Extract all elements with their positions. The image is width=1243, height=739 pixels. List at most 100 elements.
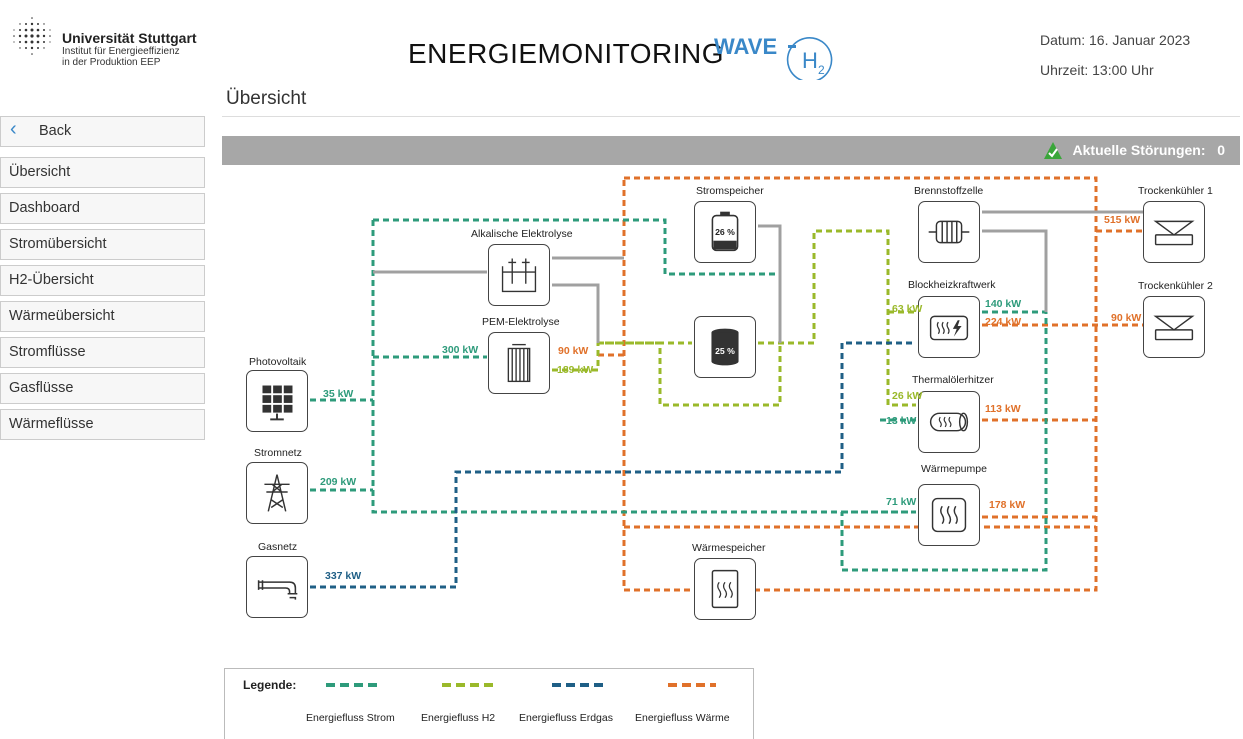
sidebar-item-gasfluesse[interactable]: Gasflüsse: [0, 373, 205, 404]
value-pem-strom: 300 kW: [442, 344, 479, 356]
solar-panel-icon: [262, 385, 293, 421]
oil-heater-icon: [929, 412, 969, 432]
electrolyzer-icon: [501, 258, 537, 293]
brand-sub-text: 2: [818, 63, 825, 77]
value-bhkw-h2: 63 kW: [892, 303, 923, 315]
sidebar-item-uebersicht[interactable]: Übersicht: [0, 157, 205, 188]
legend-swatches: [326, 683, 716, 687]
dry-cooler-icon: [1153, 220, 1195, 246]
pem-elektrolyse-node[interactable]: [488, 332, 550, 394]
stromspeicher-node[interactable]: 26 %: [694, 201, 756, 263]
value-stromnetz: 209 kW: [320, 476, 357, 488]
sidebar-item-dashboard[interactable]: Dashboard: [0, 193, 205, 224]
institute-name: Institut für Energieeffizienz in der Pro…: [62, 46, 222, 68]
thermaloelerhitzer-node[interactable]: [918, 391, 980, 453]
h2-speicher-node[interactable]: 25 %: [694, 316, 756, 378]
label-gasnetz: Gasnetz: [258, 541, 298, 553]
sidebar-item-waermefluesse[interactable]: Wärmeflüsse: [0, 409, 205, 440]
chp-icon: [929, 315, 969, 341]
label-trockenkuehler-1: Trockenkühler 1: [1138, 185, 1213, 197]
battery-icon: 26 %: [711, 211, 739, 252]
status-bar: [222, 136, 1240, 165]
heat-flows: [598, 176, 1145, 592]
battery-level-text: 26 %: [715, 227, 735, 237]
label-waermespeicher: Wärmespeicher: [692, 542, 766, 554]
date-label: Datum: 16. Januar 2023: [1040, 32, 1191, 48]
label-waermepumpe: Wärmepumpe: [921, 463, 987, 475]
value-bhkw-heat: 224 kW: [985, 316, 1022, 328]
dry-cooler-icon: [1153, 315, 1195, 341]
legend: [224, 668, 754, 739]
stromnetz-node[interactable]: [246, 462, 308, 524]
waermespeicher-node[interactable]: [694, 558, 756, 620]
label-blockheizkraftwerk: Blockheizkraftwerk: [908, 279, 996, 291]
wave-h2-logo: WAVE H 2: [714, 34, 833, 80]
legend-label-h2: Energiefluss H2: [421, 712, 496, 724]
heat-storage-icon: [711, 569, 739, 609]
title-divider: [222, 116, 1240, 117]
value-therm-heat: 113 kW: [985, 403, 1021, 415]
label-stromnetz: Stromnetz: [254, 447, 302, 459]
label-stromspeicher: Stromspeicher: [696, 185, 764, 197]
sidebar-item-h2-uebersicht[interactable]: H2-Übersicht: [0, 265, 205, 296]
label-trockenkuehler-2: Trockenkühler 2: [1138, 280, 1213, 292]
label-photovoltaik: Photovoltaik: [249, 356, 307, 368]
check-ok-icon: [1044, 142, 1062, 159]
label-thermaloelerhitzer: Thermalölerhitzer: [912, 374, 994, 386]
label-alkalische-elektrolyse: Alkalische Elektrolyse: [471, 228, 573, 240]
gas-pipe-icon: [257, 580, 298, 600]
solid-connections: [373, 210, 1145, 343]
brand-h-text: H: [802, 48, 818, 73]
h2-level-text: 25 %: [715, 346, 735, 356]
photovoltaik-node[interactable]: [246, 370, 308, 432]
value-pv: 35 kW: [323, 388, 354, 400]
brand-ring: [786, 37, 833, 80]
label-brennstoffzelle: Brennstoffzelle: [914, 185, 984, 197]
legend-label-gas: Energiefluss Erdgas: [519, 712, 613, 724]
page-title: Übersicht: [226, 88, 307, 109]
heat-pump-icon: [931, 497, 967, 533]
label-pem-elektrolyse: PEM-Elektrolyse: [482, 316, 560, 328]
chevron-left-icon: ‹: [10, 118, 17, 140]
sidebar-item-stromuebersicht[interactable]: Stromübersicht: [0, 229, 205, 260]
app-title: ENERGIEMONITORING: [408, 38, 725, 69]
alkalische-elektrolyse-node[interactable]: [488, 244, 550, 306]
faults-label: Aktuelle Störungen:: [1072, 142, 1206, 158]
blockheizkraftwerk-node[interactable]: [918, 296, 980, 358]
fuel-cell-icon: [928, 220, 970, 244]
trockenkuehler-2-node[interactable]: [1143, 296, 1205, 358]
value-therm-h2: 26 kW: [892, 390, 923, 402]
value-bhkw-strom: 140 kW: [985, 298, 1022, 310]
back-label: Back: [39, 123, 72, 139]
sidebar-item-stromfluesse[interactable]: Stromflüsse: [0, 337, 205, 368]
value-pem-heat: 90 kW: [558, 345, 589, 357]
waermepumpe-node[interactable]: [918, 484, 980, 546]
university-logo: [13, 17, 51, 55]
legend-label-heat: Energiefluss Wärme: [635, 712, 730, 724]
legend-title: Legende:: [243, 678, 297, 692]
value-gasnetz: 337 kW: [325, 570, 362, 582]
faults-count: 0: [1217, 142, 1225, 158]
legend-label-strom: Energiefluss Strom: [306, 712, 395, 724]
value-pem-h2: 189 kW: [557, 364, 594, 376]
value-wp-strom: 71 kW: [886, 496, 917, 508]
h2-flows: [552, 229, 916, 407]
brennstoffzelle-node[interactable]: [918, 201, 980, 263]
university-name: Universität Stuttgart: [62, 30, 197, 46]
institute-line-1: Institut für Energieeffizienz: [62, 46, 180, 57]
power-tower-icon: [264, 474, 290, 512]
value-trockenkuehler-2: 90 kW: [1111, 312, 1142, 324]
sidebar-item-waermeuebersicht[interactable]: Wärmeübersicht: [0, 301, 205, 332]
gasnetz-node[interactable]: [246, 556, 308, 618]
value-therm-strom: 13 kW: [886, 415, 917, 427]
faults-status: Aktuelle Störungen: 0: [1073, 142, 1225, 158]
back-button[interactable]: Back: [0, 116, 205, 147]
time-label: Uhrzeit: 13:00 Uhr: [1040, 62, 1154, 78]
strom-flows: [310, 218, 1048, 572]
trockenkuehler-1-node[interactable]: [1143, 201, 1205, 263]
value-trockenkuehler-1: 515 kW: [1104, 214, 1141, 226]
brand-wave-text: WAVE: [714, 34, 777, 59]
value-wp-heat: 178 kW: [989, 499, 1026, 511]
institute-line-2: in der Produktion EEP: [62, 57, 161, 68]
